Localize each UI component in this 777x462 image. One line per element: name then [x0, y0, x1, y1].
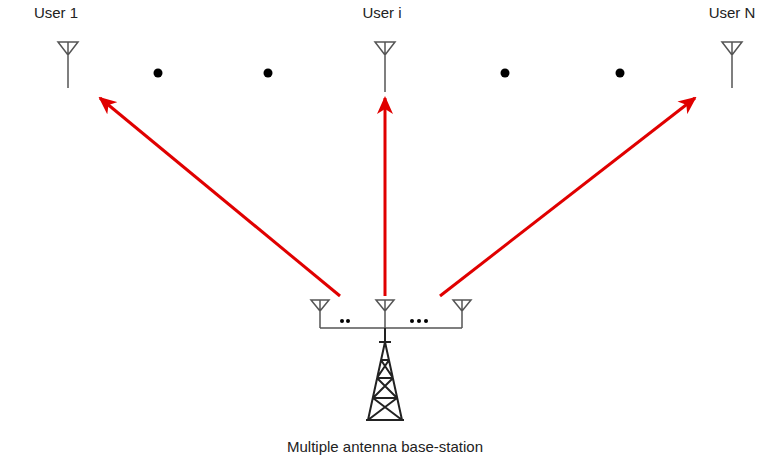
node-label: User N	[709, 4, 756, 22]
ellipsis-dot	[501, 69, 510, 78]
antenna-symbol	[311, 300, 329, 328]
antenna-symbol	[375, 42, 395, 92]
antenna-symbol	[722, 42, 742, 88]
ellipsis-dot	[264, 69, 273, 78]
node-label: User 1	[34, 4, 78, 22]
user-antenna: User i	[337, 2, 427, 98]
node-label: User i	[362, 4, 401, 22]
antenna-symbol	[376, 300, 394, 328]
ellipsis-dot	[410, 319, 414, 323]
ellipsis-dot	[340, 319, 344, 323]
user-antenna: User 1	[10, 2, 102, 98]
antenna-symbol	[453, 300, 471, 328]
ellipsis-dot	[417, 319, 421, 323]
ellipsis-dot	[346, 319, 350, 323]
ellipsis-dot	[424, 319, 428, 323]
signal-arrow	[384, 98, 387, 296]
base-station: Multiple antenna base-station	[240, 296, 530, 458]
tower-mast	[366, 328, 404, 420]
user-antenna: User N	[690, 2, 774, 98]
antenna-symbol	[58, 42, 78, 88]
antenna-feed-bar	[320, 327, 462, 329]
signal-arrow	[100, 98, 340, 296]
ellipsis-dot	[616, 69, 625, 78]
node-label: Multiple antenna base-station	[287, 438, 483, 456]
ellipsis-dot	[154, 69, 163, 78]
signal-arrow	[440, 98, 695, 296]
